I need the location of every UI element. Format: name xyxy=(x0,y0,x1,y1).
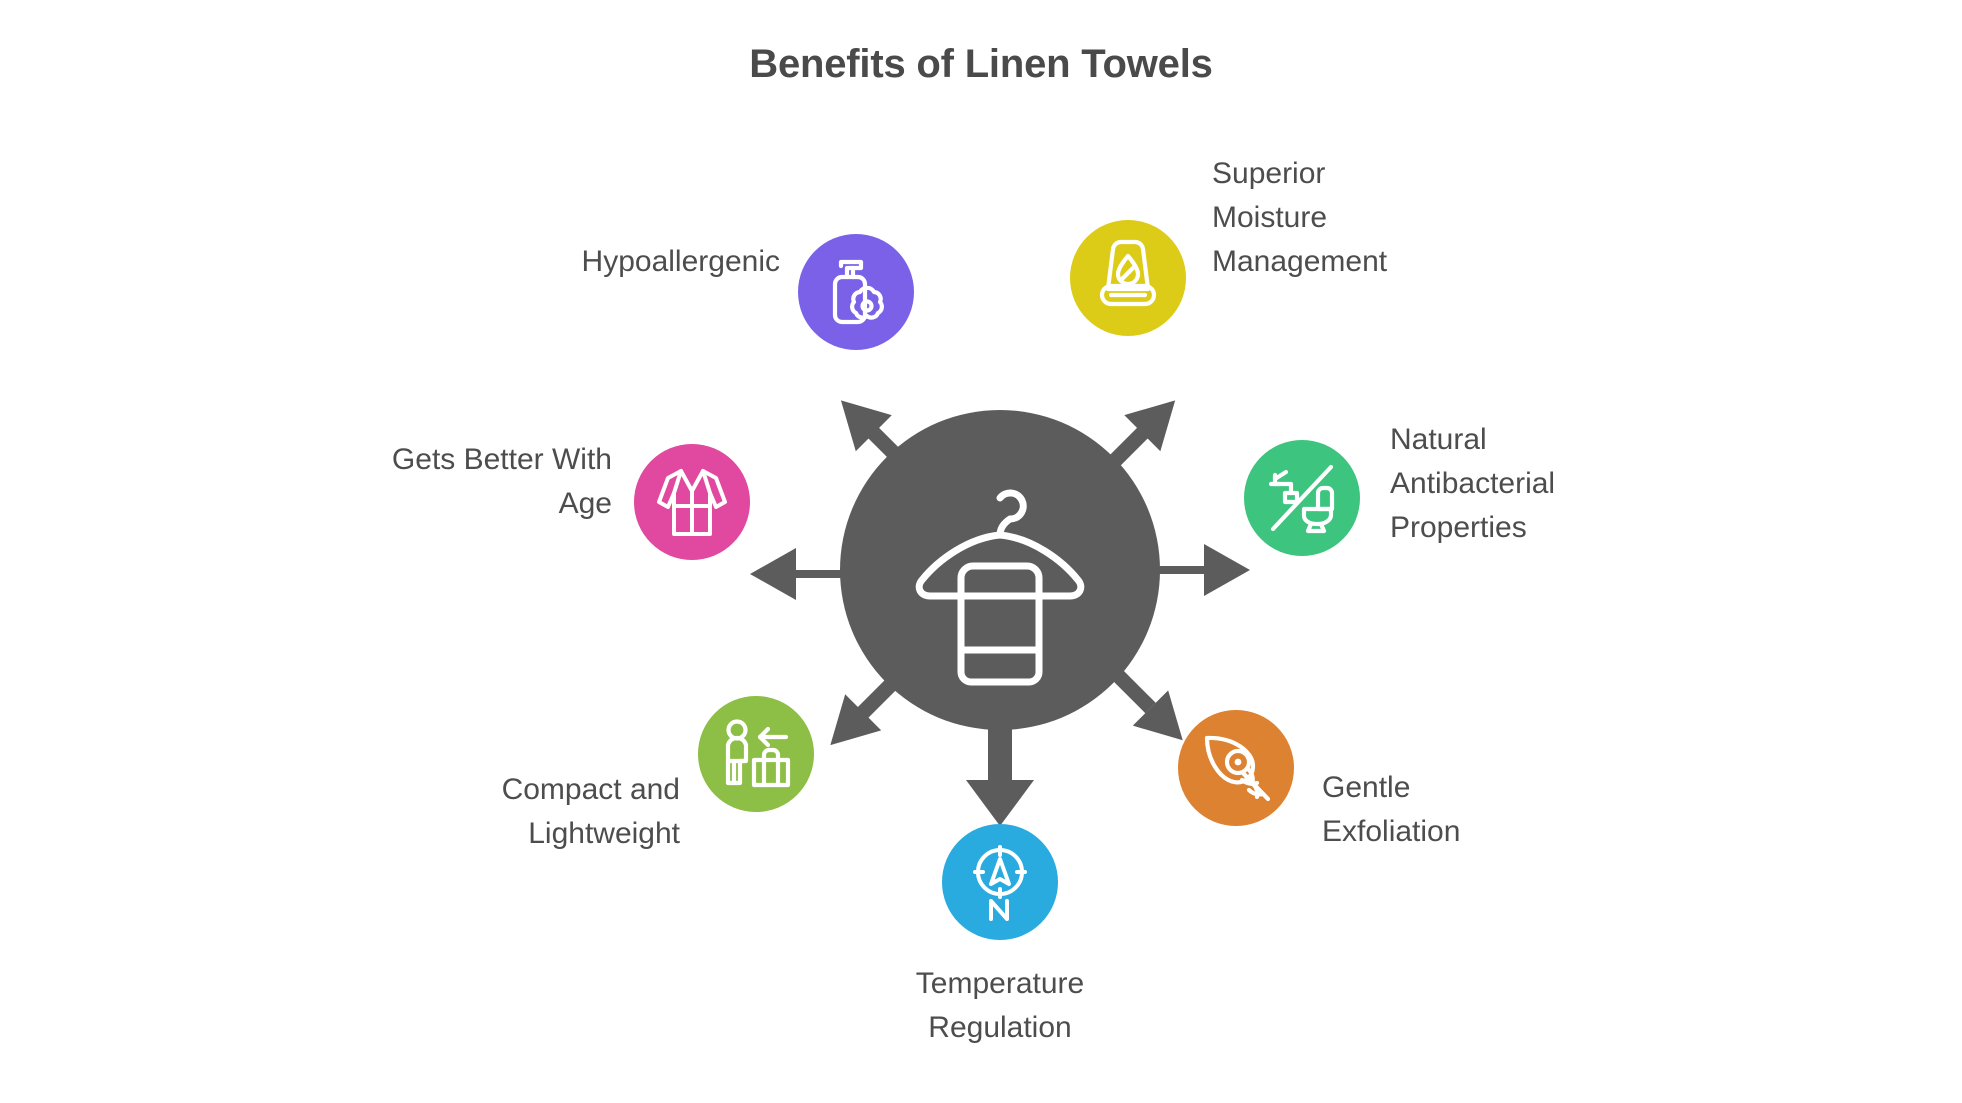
soap-dispenser-flower-icon xyxy=(832,259,884,325)
node-hypoallergenic[interactable] xyxy=(798,234,914,350)
node-temperature-regulation[interactable] xyxy=(942,824,1058,940)
node-natural-antibacterial-properties[interactable] xyxy=(1244,440,1360,556)
hub-circle xyxy=(840,410,1160,730)
label-superior-moisture-management: Superior Moisture Management xyxy=(1212,157,1388,278)
node-superior-moisture-management[interactable] xyxy=(1070,220,1186,336)
label-temperature-regulation: Temperature Regulation xyxy=(915,967,1085,1044)
label-compact-and-lightweight: Compact and Lightweight xyxy=(501,773,680,850)
node-gets-better-with-age[interactable] xyxy=(634,444,750,560)
label-gentle-exfoliation: Gentle Exfoliation xyxy=(1322,771,1461,848)
leaf-spiral-icon xyxy=(1204,735,1271,802)
bathrobe-icon xyxy=(657,469,727,536)
faucet-toilet-icon xyxy=(1268,464,1335,534)
label-hypoallergenic: Hypoallergenic xyxy=(581,245,780,278)
central-hub xyxy=(742,312,1258,828)
label-gets-better-with-age: Gets Better With Age xyxy=(391,443,612,520)
towel-on-hanger-icon xyxy=(915,489,1085,686)
node-gentle-exfoliation[interactable] xyxy=(1178,710,1294,826)
node-compact-and-lightweight[interactable] xyxy=(698,696,814,812)
traveler-suitcase-arrow-icon xyxy=(725,719,791,788)
page-title: Benefits of Linen Towels xyxy=(749,42,1213,86)
folded-towel-water-drop-icon xyxy=(1099,239,1157,307)
label-natural-antibacterial-properties: Natural Antibacterial Properties xyxy=(1390,423,1556,544)
compass-north-icon xyxy=(973,845,1027,921)
